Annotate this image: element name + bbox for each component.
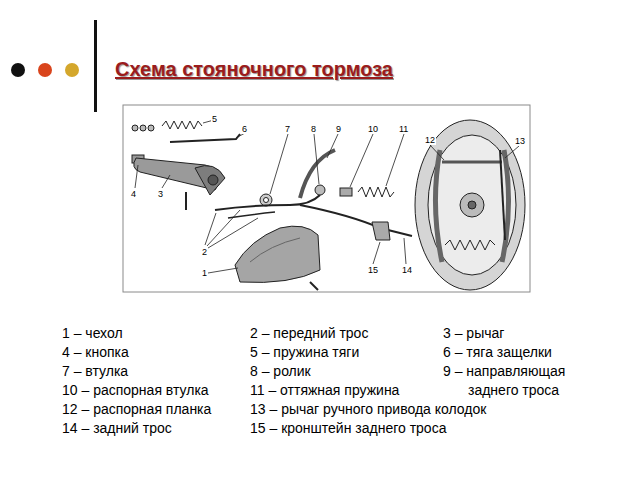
drawing-part [460,193,484,217]
callout-number: 2 [201,247,208,257]
drawing-part [162,175,170,188]
drawing-part [300,150,335,198]
drawing-part [140,125,146,131]
drawing-part [350,134,373,187]
callout-number: 9 [335,124,342,134]
drawing-part [404,238,406,264]
picture-frame [123,105,530,292]
slide-title: Схема стояночного тормоза [115,58,393,81]
drawing-part [435,150,442,262]
callout-number: 15 [367,265,379,275]
drawing-part [250,238,300,262]
drawing-part [315,185,325,195]
legend-entry: 3 – рычаг [443,324,504,343]
leader-lines [135,120,519,273]
drawing-part [185,192,187,210]
drawing-part [65,63,79,77]
callout-number: 5 [211,114,218,124]
drawing-part [340,188,352,196]
brake-drawing [132,120,525,290]
drawing-part [358,187,394,197]
callout-number: 10 [367,124,379,134]
callout-number: 14 [401,265,413,275]
drawing-part [505,146,519,158]
drawing-part [195,166,225,195]
legend-entry: 6 – тяга защелки [443,343,552,362]
drawing-part [208,175,218,185]
drawing-part [132,125,138,131]
drawing-part [310,282,318,290]
drawing-part [430,145,444,160]
callout-number: 11 [398,124,409,134]
drawing-part [372,222,390,240]
drawing-part [428,135,516,275]
callout-number: 6 [241,124,248,134]
drawing-part [468,201,476,209]
drawing-part [500,150,505,240]
drawing-part [445,240,495,250]
drawing-part [314,134,319,184]
drawing-part [373,242,380,264]
drawing-part [264,198,269,203]
callout-number: 4 [130,189,137,199]
drawing-part [135,165,138,188]
legend-entry: 11 – оттяжная пружина [250,381,399,400]
drawing-part [208,268,238,273]
drawing-part [162,121,202,129]
drawing-part [207,210,240,246]
callout-number: 7 [284,124,291,134]
legend-entry: 10 – распорная втулка [62,381,209,400]
legend-entry: 13 – рычаг ручного привода колодок [250,400,486,419]
callout-number: 12 [424,135,436,145]
legend-entry: 15 – кронштейн заднего троса [250,419,446,438]
drawing-part [170,134,240,142]
legend-entry: 7 – втулка [62,362,128,381]
drawing-part [205,213,216,245]
legend-entry: 8 – ролик [250,362,311,381]
drawing-part [215,195,320,210]
legend-entry: 2 – передний трос [250,324,368,343]
callout-number: 8 [310,124,317,134]
drawing-part [415,120,525,290]
legend-entry: 1 – чехол [62,324,123,343]
drawing-part [11,63,25,77]
drawing-part [260,194,272,206]
legend-entry: 14 – задний трос [62,419,172,438]
drawing-part [442,161,502,164]
drawing-part [327,134,338,158]
legend-entry: 12 – распорная планка [62,400,211,419]
callout-number: 13 [514,136,526,146]
callout-number: 3 [157,189,164,199]
legend-entry: 4 – кнопка [62,343,129,362]
drawing-part [270,134,288,194]
drawing-part [386,134,404,186]
drawing-part [148,125,154,131]
legend-entry: 9 – направляющая заднего троса [443,362,593,400]
drawing-part [235,226,320,282]
slide-decoration [11,20,97,112]
drawing-part [38,63,52,77]
drawing-part [94,20,97,112]
callout-number: 1 [201,268,208,278]
drawing-part [208,218,258,248]
drawing-part [300,205,412,236]
legend-entry: 5 – пружина тяги [250,343,359,362]
